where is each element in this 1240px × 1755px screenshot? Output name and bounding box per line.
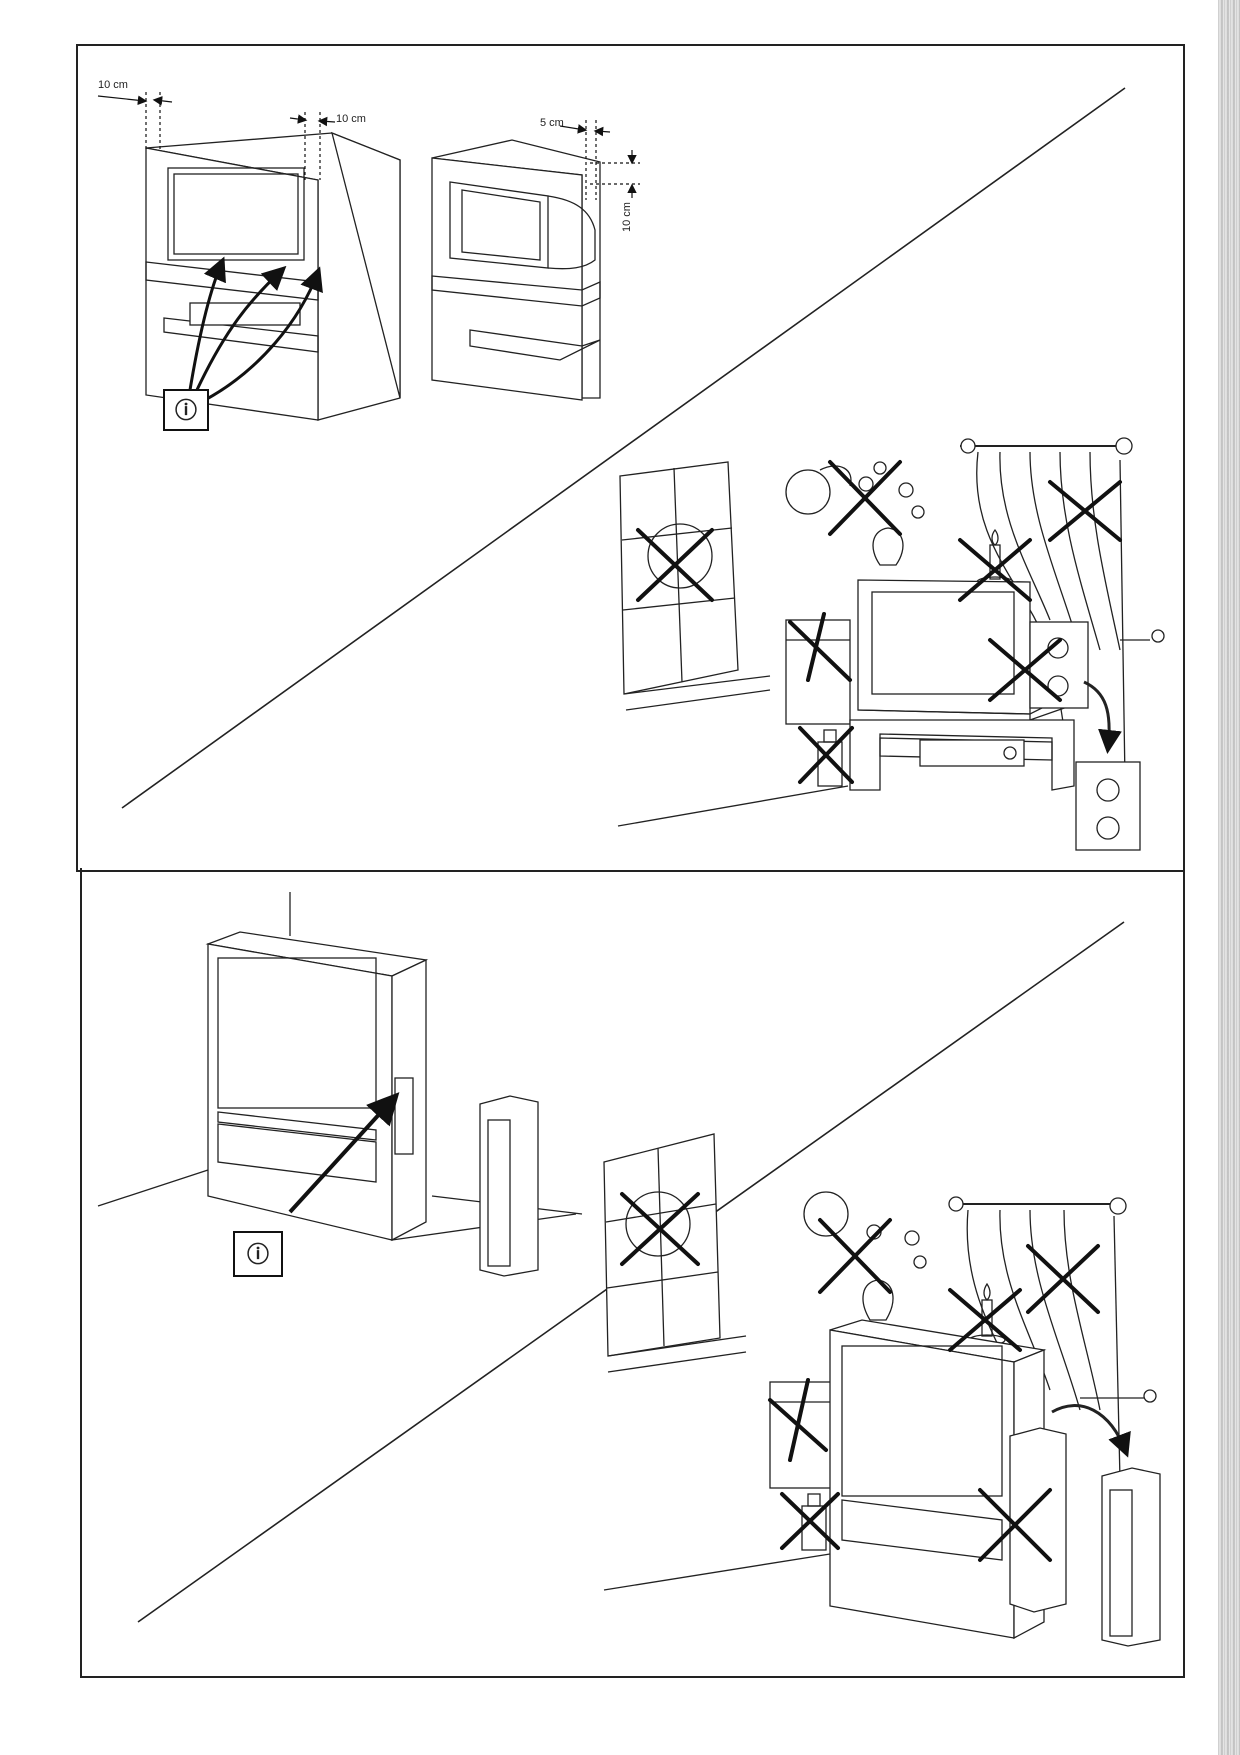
speaker-icon (1029, 621, 1141, 851)
top-diagonal-line (121, 87, 1126, 809)
dim-left (97, 92, 173, 150)
flower-vase-icon (803, 1191, 927, 1321)
cross-mark-icon (620, 1192, 1100, 1562)
callout-arrow-bottom (288, 1092, 400, 1214)
heater-icon (769, 1381, 833, 1489)
top-panel-frame (76, 44, 1185, 872)
cross-mark-icon (636, 460, 1122, 784)
candle-icon (968, 1282, 1006, 1346)
dim-right (289, 112, 336, 180)
scan-edge (1218, 0, 1240, 1755)
spray-can-icon (801, 1493, 827, 1551)
bottom-panel-frame (80, 868, 1185, 1678)
rear-projection-tv (97, 892, 583, 1242)
cabinet-tv-crt (431, 139, 601, 401)
window-sun-icon (603, 1133, 747, 1373)
dim-left-label: 10 cm (98, 79, 128, 91)
dim-right-label: 10 cm (336, 113, 366, 125)
window-sun-icon (619, 461, 771, 711)
info-callout-top-symbol: ⓘ (175, 398, 197, 423)
info-callout-bottom: ⓘ (233, 1231, 283, 1277)
flower-vase-icon (785, 461, 925, 566)
info-callout-top: ⓘ (163, 389, 209, 431)
room-scene-bottom (603, 1133, 1161, 1647)
cabinet-tv-flat (145, 131, 401, 421)
airflow-arrows-flat (188, 256, 323, 402)
speaker-icon (1009, 1404, 1161, 1647)
tv-on-stand (849, 579, 1075, 791)
speaker-tower (479, 1095, 539, 1277)
dim-crt-side-label: 5 cm (540, 117, 564, 129)
dim-crt-top (590, 150, 640, 198)
dim-crt-top-label: 10 cm (621, 202, 633, 232)
room-scene-top (617, 437, 1165, 851)
info-callout-bottom-symbol: ⓘ (247, 1242, 269, 1267)
dim-crt-side (559, 120, 611, 200)
